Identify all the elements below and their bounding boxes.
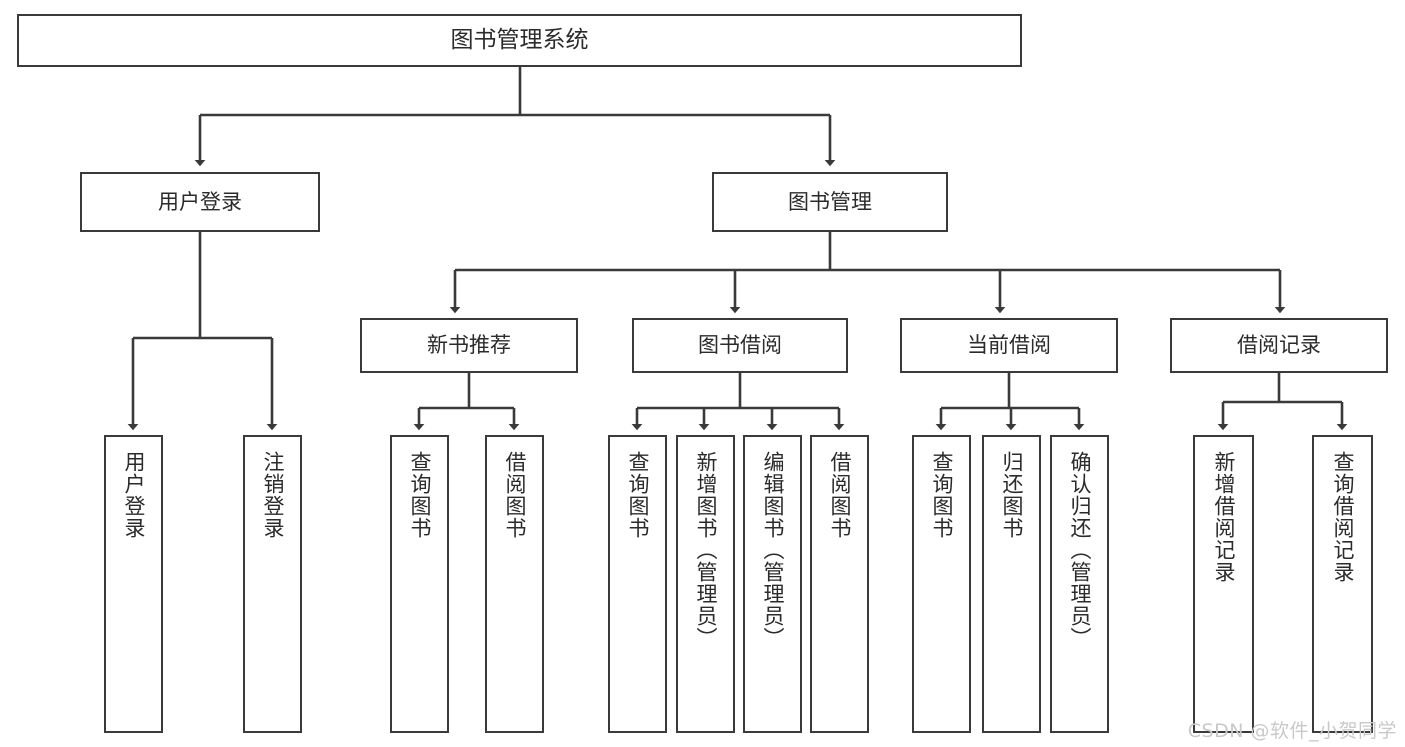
node-user-login[interactable]: 用户登录 xyxy=(80,172,320,232)
node-label: 新增借阅记录 xyxy=(1212,451,1236,583)
leaf-borrowrecord-add-record[interactable]: 新增借阅记录 xyxy=(1193,435,1254,733)
node-label: 归还图书 xyxy=(1000,451,1024,539)
node-label: 确认归还（管理员） xyxy=(1068,451,1092,649)
leaf-user-login-signin[interactable]: 用户登录 xyxy=(104,435,163,733)
node-label: 编辑图书（管理员） xyxy=(761,451,785,649)
leaf-bookborrow-edit-book-admin[interactable]: 编辑图书（管理员） xyxy=(743,435,802,733)
leaf-currentborrow-query-book[interactable]: 查询图书 xyxy=(912,435,971,733)
leaf-bookborrow-borrow-book[interactable]: 借阅图书 xyxy=(810,435,869,733)
node-label: 新书推荐 xyxy=(427,333,511,358)
node-label: 图书管理系统 xyxy=(450,26,589,53)
leaf-borrowrecord-query-record[interactable]: 查询借阅记录 xyxy=(1312,435,1373,733)
node-current-borrow[interactable]: 当前借阅 xyxy=(900,318,1118,373)
node-label: 新增图书（管理员） xyxy=(694,451,718,649)
node-new-book-recommend[interactable]: 新书推荐 xyxy=(360,318,578,373)
leaf-bookborrow-query-book[interactable]: 查询图书 xyxy=(608,435,667,733)
node-label: 当前借阅 xyxy=(967,333,1051,358)
node-label: 图书管理 xyxy=(788,189,872,214)
leaf-bookborrow-add-book-admin[interactable]: 新增图书（管理员） xyxy=(676,435,735,733)
node-label: 查询图书 xyxy=(408,451,432,539)
node-label: 用户登录 xyxy=(122,451,146,539)
node-borrow-record[interactable]: 借阅记录 xyxy=(1170,318,1388,373)
leaf-newbook-query-book[interactable]: 查询图书 xyxy=(390,435,449,733)
node-label: 借阅图书 xyxy=(828,451,852,539)
leaf-user-login-signout[interactable]: 注销登录 xyxy=(243,435,302,733)
node-label: 查询图书 xyxy=(930,451,954,539)
node-label: 注销登录 xyxy=(261,451,285,539)
node-label: 用户登录 xyxy=(158,189,242,214)
node-label: 图书借阅 xyxy=(698,333,782,358)
node-label: 查询图书 xyxy=(626,451,650,539)
node-label: 查询借阅记录 xyxy=(1331,451,1355,583)
node-root-system[interactable]: 图书管理系统 xyxy=(17,14,1022,67)
node-label: 借阅图书 xyxy=(503,451,527,539)
leaf-newbook-borrow-book[interactable]: 借阅图书 xyxy=(485,435,544,733)
leaf-currentborrow-return-book[interactable]: 归还图书 xyxy=(982,435,1041,733)
leaf-currentborrow-confirm-return-admin[interactable]: 确认归还（管理员） xyxy=(1050,435,1109,733)
node-book-management[interactable]: 图书管理 xyxy=(712,172,948,232)
node-book-borrow[interactable]: 图书借阅 xyxy=(632,318,848,373)
node-label: 借阅记录 xyxy=(1237,333,1321,358)
